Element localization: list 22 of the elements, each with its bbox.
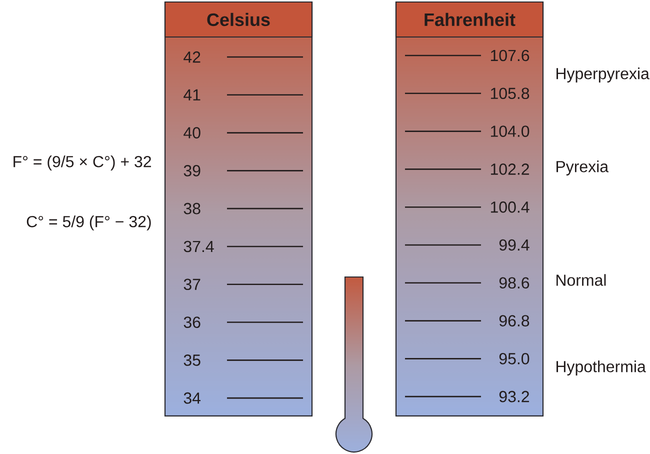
scale-value: 36 — [184, 316, 200, 328]
scale-value: 98.6 — [499, 277, 530, 289]
scale-value: 105.8 — [490, 88, 530, 100]
column-header: Fahrenheit — [395, 1, 544, 38]
scale-value: 102.2 — [490, 164, 529, 175]
scale-value: 37 — [184, 278, 200, 290]
scale-value: 42 — [184, 51, 200, 63]
scale-value: 35 — [184, 354, 200, 366]
scale-value: 95.0 — [499, 353, 530, 364]
column-header: Celsius — [164, 1, 313, 38]
scale-value: 100.4 — [490, 201, 530, 213]
scale-value: 93.2 — [499, 390, 529, 402]
scale-value: 37.4 — [184, 240, 214, 252]
scale-value: 104.0 — [490, 126, 530, 137]
scale-value: 34 — [184, 392, 201, 404]
scale-value: 39 — [184, 165, 200, 176]
scale-value: 38 — [184, 202, 200, 214]
scale-value: 99.4 — [499, 239, 530, 251]
scale-value: 107.6 — [490, 50, 530, 62]
scale-value: 41 — [184, 89, 200, 100]
scale-value: 96.8 — [499, 315, 530, 326]
scale-value: 40 — [184, 127, 200, 138]
